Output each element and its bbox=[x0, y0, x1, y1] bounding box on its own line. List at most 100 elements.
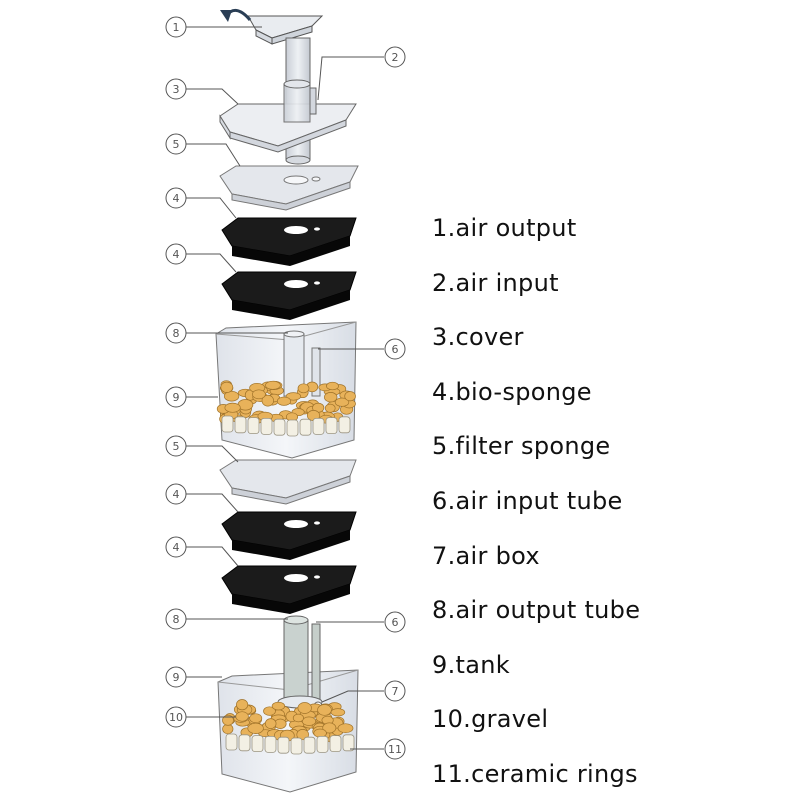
gravel-pebble bbox=[261, 394, 274, 407]
callout-4-d: 4 bbox=[165, 536, 187, 558]
gravel-pebble bbox=[330, 708, 346, 717]
air-output-head bbox=[247, 15, 324, 45]
ceramic-ring bbox=[238, 734, 251, 752]
svg-text:1: 1 bbox=[173, 21, 180, 34]
svg-text:8: 8 bbox=[173, 327, 180, 340]
callout-8-top: 8 bbox=[165, 322, 187, 344]
legend-item-ceramic-rings: 11.ceramic rings bbox=[432, 759, 638, 788]
ceramic-ring bbox=[251, 735, 264, 752]
svg-text:6: 6 bbox=[392, 616, 399, 629]
gravel-pebble bbox=[324, 403, 336, 413]
callout-6-lower: 6 bbox=[384, 611, 406, 633]
legend-item-air-output: 1.air output bbox=[432, 214, 577, 242]
svg-text:3: 3 bbox=[173, 83, 180, 96]
gravel-pebble bbox=[313, 728, 327, 738]
svg-text:11: 11 bbox=[388, 743, 402, 756]
svg-text:4: 4 bbox=[173, 488, 180, 501]
svg-text:9: 9 bbox=[173, 671, 180, 684]
legend-item-filter-sponge: 5.filter sponge bbox=[432, 432, 611, 461]
ceramic-ring bbox=[247, 417, 260, 435]
svg-text:10: 10 bbox=[169, 711, 183, 724]
callout-11: 11 bbox=[384, 738, 406, 760]
svg-text:4: 4 bbox=[173, 192, 180, 205]
ceramic-ring bbox=[303, 736, 316, 754]
gravel-pebble bbox=[344, 391, 356, 402]
callout-8-lower: 8 bbox=[165, 608, 187, 630]
filter-sponge-top bbox=[219, 165, 359, 211]
ceramic-ring bbox=[316, 736, 329, 753]
ceramic-ring bbox=[338, 416, 351, 434]
gravel-pebble bbox=[271, 701, 286, 711]
legend-item-gravel: 10.gravel bbox=[432, 705, 549, 734]
legend-item-tank: 9.tank bbox=[432, 650, 510, 679]
gravel-middle bbox=[216, 380, 356, 425]
bio-sponge-1 bbox=[221, 217, 357, 266]
ceramic-rings-middle bbox=[221, 415, 351, 437]
bio-sponge-3 bbox=[221, 511, 357, 560]
ceramic-ring bbox=[290, 737, 303, 755]
gravel-pebble bbox=[324, 392, 338, 403]
leader-lines bbox=[186, 26, 384, 750]
legend-item-air-output-tube: 8.air output tube bbox=[432, 596, 641, 625]
legend-item-air-box: 7.air box bbox=[432, 541, 540, 570]
gravel-pebble bbox=[263, 706, 276, 716]
svg-text:4: 4 bbox=[173, 541, 180, 554]
gravel-pebble bbox=[326, 381, 339, 391]
ceramic-ring bbox=[325, 417, 338, 435]
callout-4-a: 4 bbox=[165, 187, 187, 209]
svg-text:4: 4 bbox=[173, 248, 180, 261]
ceramic-ring bbox=[277, 736, 290, 754]
gravel-pebble bbox=[276, 396, 292, 406]
gravel-pebble bbox=[235, 711, 249, 722]
gravel-pebble bbox=[301, 716, 317, 726]
gravel-pebble bbox=[317, 704, 332, 716]
ceramic-ring bbox=[234, 416, 247, 434]
svg-text:7: 7 bbox=[392, 685, 399, 698]
callout-4-c: 4 bbox=[165, 483, 187, 505]
gravel-pebble bbox=[249, 713, 263, 724]
ceramic-ring bbox=[329, 735, 342, 752]
gravel-pebble bbox=[252, 389, 266, 400]
gravel-pebble bbox=[236, 699, 249, 711]
callout-9-top: 9 bbox=[165, 386, 187, 408]
gravel-pebble bbox=[337, 723, 354, 734]
filter-sponge-lower bbox=[219, 459, 357, 505]
gravel-pebble bbox=[264, 718, 277, 729]
gravel-pebble bbox=[297, 383, 310, 394]
ceramic-ring bbox=[342, 734, 355, 752]
bio-sponge-4 bbox=[221, 565, 357, 614]
svg-text:5: 5 bbox=[173, 138, 180, 151]
ceramic-rings-lower bbox=[225, 733, 355, 755]
callout-10: 10 bbox=[165, 706, 187, 728]
svg-text:2: 2 bbox=[392, 51, 399, 64]
gravel-pebble bbox=[292, 713, 304, 723]
legend-item-air-input: 2.air input bbox=[432, 268, 559, 297]
cover bbox=[219, 79, 357, 153]
callout-4-b: 4 bbox=[165, 243, 187, 265]
svg-text:6: 6 bbox=[392, 343, 399, 356]
gravel-pebble bbox=[247, 722, 264, 734]
ceramic-ring bbox=[273, 418, 286, 436]
ceramic-ring bbox=[312, 417, 325, 435]
svg-text:8: 8 bbox=[173, 613, 180, 626]
ceramic-ring bbox=[225, 733, 238, 751]
callout-9-lower: 9 bbox=[165, 666, 187, 688]
callout-7: 7 bbox=[384, 680, 406, 702]
legend-item-air-input-tube: 6.air input tube bbox=[432, 486, 623, 515]
callout-6-top: 6 bbox=[384, 338, 406, 360]
callout-5-top: 5 bbox=[165, 133, 187, 155]
bio-sponge-2 bbox=[221, 271, 357, 320]
gravel-pebble bbox=[223, 390, 240, 402]
ceramic-ring bbox=[264, 736, 277, 753]
legend-item-bio-sponge: 4.bio-sponge bbox=[432, 377, 592, 406]
callout-2: 2 bbox=[384, 46, 406, 68]
ceramic-ring bbox=[286, 419, 299, 437]
gravel-pebble bbox=[224, 402, 241, 413]
svg-text:5: 5 bbox=[173, 440, 180, 453]
callout-5-lower: 5 bbox=[165, 435, 187, 457]
ceramic-ring bbox=[221, 415, 234, 433]
ceramic-ring bbox=[260, 417, 273, 435]
gravel-lower bbox=[222, 699, 354, 743]
gravel-pebble bbox=[220, 381, 234, 393]
